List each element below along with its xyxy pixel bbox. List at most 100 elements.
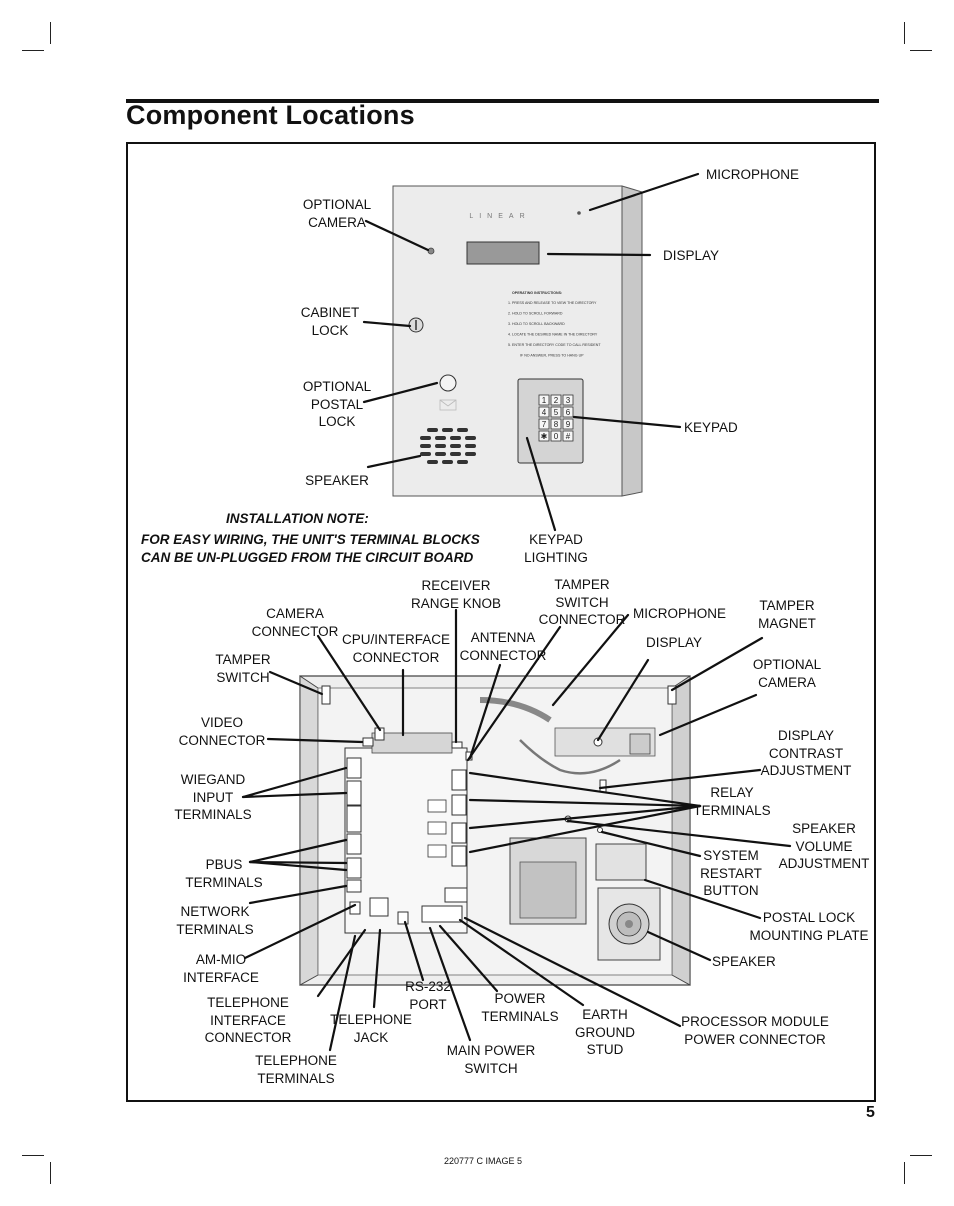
crop-mark [50,1162,51,1184]
leader-line [266,737,364,744]
label-tamper-magnet: TAMPER MAGNET [758,598,816,631]
label-telephone-terminals: TELEPHONE TERMINALS [255,1053,337,1086]
relay-component [427,799,447,813]
leader-line [403,920,425,982]
label-optional-camera-interior: OPTIONAL CAMERA [752,657,822,690]
postal-lock-plate-part [595,843,647,881]
keypad-key-label: 7 [542,420,547,429]
crop-mark [22,50,44,51]
label-processor-module: PROCESSOR MODULE POWER CONNECTOR [681,1014,829,1047]
leader-line [466,625,562,762]
tamper-magnet-part [667,685,677,705]
keypad-key [550,406,562,418]
terminal-block [346,879,362,893]
relay-block [451,794,467,816]
label-cabinet-lock: CABINET LOCK [300,305,360,338]
label-system-restart: SYSTEM RESTART BUTTON [700,848,762,898]
leader-line [241,766,348,799]
keypad-key-label: 6 [566,408,571,417]
label-microphone-interior: MICROPHONE [633,606,727,621]
crop-mark [910,1155,932,1156]
page-title: Component Locations [126,100,415,130]
label-cpu-interface-connector: CPU/INTERFACE CONNECTOR [341,632,451,665]
grille-slot [465,436,476,440]
label-network: NETWORK TERMINALS [176,904,254,937]
grille-slot [420,452,431,456]
leader-line [438,924,499,993]
label-antenna-connector: ANTENNA CONNECTOR [459,630,547,663]
camera-module [629,733,651,755]
leader-line [646,930,712,962]
crop-mark [904,22,905,44]
keypad-key [538,394,550,406]
leader-line [362,320,412,328]
postal-lock-icon [439,374,457,392]
interior-illustration [299,675,691,986]
label-optional-camera-front: OPTIONAL CAMERA [302,197,372,230]
grille-slot [465,452,476,456]
leader-line [458,918,585,1007]
leader-line [468,771,702,808]
label-am-mio: AM-MIO INTERFACE [183,952,259,985]
installation-note-line1: FOR EASY WIRING, THE UNIT'S TERMINAL BLO… [141,532,480,547]
label-video-connector: VIDEO CONNECTOR [178,715,266,748]
installation-note-heading: INSTALLATION NOTE: [226,511,369,526]
leader-line [366,454,422,469]
leader-line [546,252,652,257]
video-connector-part [362,737,374,747]
grille-slot [450,444,461,448]
figure-frame [126,142,876,1102]
grille-slot [465,444,476,448]
grille-slot [420,436,431,440]
leader-line [566,819,792,848]
envelope-icon [439,399,457,411]
leader-line [248,860,348,865]
tamper-switch-part [321,685,331,705]
leader-line [600,830,702,858]
leader-line [658,693,758,737]
relay-component [427,821,447,835]
crop-mark [904,1162,905,1184]
keypad-key-label: 2 [554,396,559,405]
port-block [369,897,389,917]
keypad-key-label: # [566,432,571,441]
leader-line [268,670,324,696]
keypad-key-label: ✱ [541,432,548,441]
label-power-terminals: POWER TERMINALS [481,991,559,1024]
terminal-block [346,805,362,833]
label-display-contrast: DISPLAY CONTRAST ADJUSTMENT [760,728,852,778]
keypad-key-label: 0 [554,432,559,441]
label-speaker-volume: SPEAKER VOLUME ADJUSTMENT [778,821,870,871]
grille-slot [435,444,446,448]
leader-line [316,634,382,732]
brand-text: LINEAR [469,213,530,220]
title-rule [126,99,879,103]
grille-slot [457,428,468,432]
label-camera-connector: CAMERA CONNECTOR [251,606,339,639]
relay-block [451,822,467,844]
keypad-key [550,430,562,442]
label-postal-lock-plate: POSTAL LOCK MOUNTING PLATE [749,910,869,943]
grille-slot [450,452,461,456]
leader-line [572,415,682,429]
label-tamper-switch: TAMPER SWITCH [215,652,271,685]
keypad-key-label: 9 [566,420,571,429]
leader-line [372,928,382,1009]
relay-block [451,769,467,791]
keypad-key [562,430,574,442]
leader-line [316,928,367,998]
leader-line [328,934,357,1052]
instruction-line: 1. PRESS AND RELEASE TO VIEW THE DIRECTO… [508,301,597,305]
port-block [349,901,361,915]
port-block [397,911,409,925]
grille-slot [442,428,453,432]
keypad-key-label: 8 [554,420,559,429]
display-window [466,241,540,265]
leader-line [364,219,430,252]
footer-code: 220777 C IMAGE 5 [444,1156,523,1166]
keypad-key-label: 3 [566,396,571,405]
instruction-line: 5. ENTER THE DIRECTORY CODE TO CALL RESI… [508,343,601,347]
leader-line [468,798,702,808]
relay-component [427,844,447,858]
